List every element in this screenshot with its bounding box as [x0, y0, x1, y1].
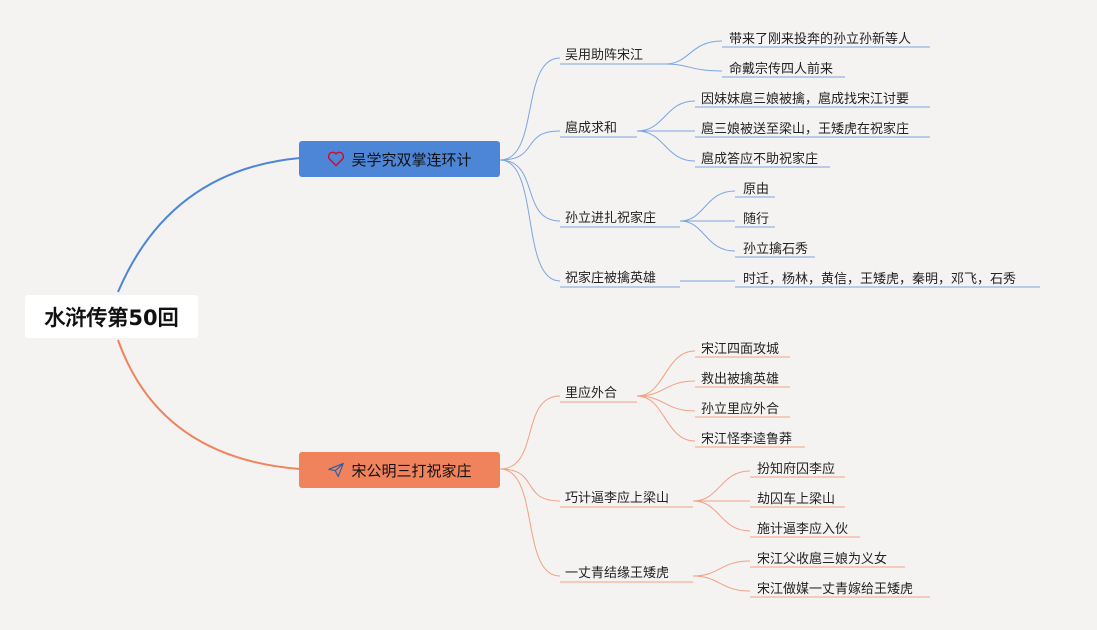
edge — [499, 130, 561, 161]
edge — [499, 57, 561, 161]
edge — [636, 130, 696, 162]
leaf-node[interactable]: 宋江怪李逵鲁莽 — [701, 432, 793, 447]
branch-label: 宋公明三打祝家庄 — [351, 461, 472, 480]
leaf-node[interactable]: 时迁，杨林，黄信，王矮虎，秦明，邓飞，石秀 — [743, 272, 1017, 287]
edge — [636, 395, 696, 442]
child-node[interactable]: 扈成求和 — [565, 121, 618, 136]
edge — [636, 395, 696, 412]
leaf-node[interactable]: 扮知府囚李应 — [757, 462, 836, 477]
child-node[interactable]: 吴用助阵宋江 — [565, 48, 644, 63]
leaf-node[interactable]: 因妹妹扈三娘被擒，扈成找宋江讨要 — [701, 92, 910, 107]
edge — [499, 159, 561, 222]
root-to-branch-1-edge — [117, 157, 301, 293]
edge — [636, 350, 696, 397]
edge — [692, 560, 751, 577]
root-title: 水浒传第50回 — [44, 305, 179, 330]
edge — [692, 500, 751, 532]
edge — [636, 380, 696, 397]
edge — [679, 220, 736, 252]
edge — [636, 100, 696, 132]
root-node[interactable]: 水浒传第50回 — [25, 295, 198, 338]
leaf-node[interactable]: 劫囚车上梁山 — [757, 492, 836, 507]
edge — [664, 40, 723, 65]
leaf-node[interactable]: 原由 — [743, 182, 770, 197]
edge — [679, 190, 736, 222]
leaf-node[interactable]: 带来了刚来投奔的孙立孙新等人 — [729, 32, 912, 47]
child-node[interactable]: 祝家庄被擒英雄 — [565, 271, 657, 286]
edge — [692, 470, 751, 502]
leaf-node[interactable]: 命戴宗传四人前来 — [729, 62, 834, 77]
leaf-node[interactable]: 扈三娘被送至梁山，王矮虎在祝家庄 — [701, 122, 910, 137]
child-node[interactable]: 孙立进扎祝家庄 — [565, 211, 657, 226]
branch-node-1[interactable]: 吴学究双掌连环计 — [299, 141, 500, 177]
leaf-node[interactable]: 孙立擒石秀 — [743, 242, 809, 257]
edge — [499, 395, 561, 470]
edge — [692, 575, 751, 592]
leaf-node[interactable]: 随行 — [743, 212, 770, 227]
paper-plane-icon — [327, 462, 345, 478]
leaf-node[interactable]: 宋江做媒一丈青嫁给王矮虎 — [757, 582, 914, 597]
leaf-node[interactable]: 扈成答应不助祝家庄 — [701, 152, 819, 167]
edge — [499, 468, 561, 577]
edge — [664, 63, 723, 72]
edge — [499, 159, 561, 282]
branch-node-2[interactable]: 宋公明三打祝家庄 — [299, 452, 500, 488]
heart-icon — [327, 151, 345, 167]
child-node[interactable]: 巧计逼李应上梁山 — [565, 491, 670, 506]
leaf-node[interactable]: 宋江父收扈三娘为义女 — [757, 552, 888, 567]
child-node[interactable]: 里应外合 — [565, 386, 618, 401]
edge — [499, 468, 561, 502]
branch-label: 吴学究双掌连环计 — [351, 150, 472, 169]
leaf-node[interactable]: 施计逼李应入伙 — [757, 522, 849, 537]
child-node[interactable]: 一丈青结缘王矮虎 — [565, 566, 670, 581]
leaf-node[interactable]: 救出被擒英雄 — [701, 372, 780, 387]
leaf-node[interactable]: 宋江四面攻城 — [701, 342, 780, 357]
root-to-branch-2-edge — [117, 339, 301, 470]
leaf-node[interactable]: 孙立里应外合 — [701, 402, 780, 417]
